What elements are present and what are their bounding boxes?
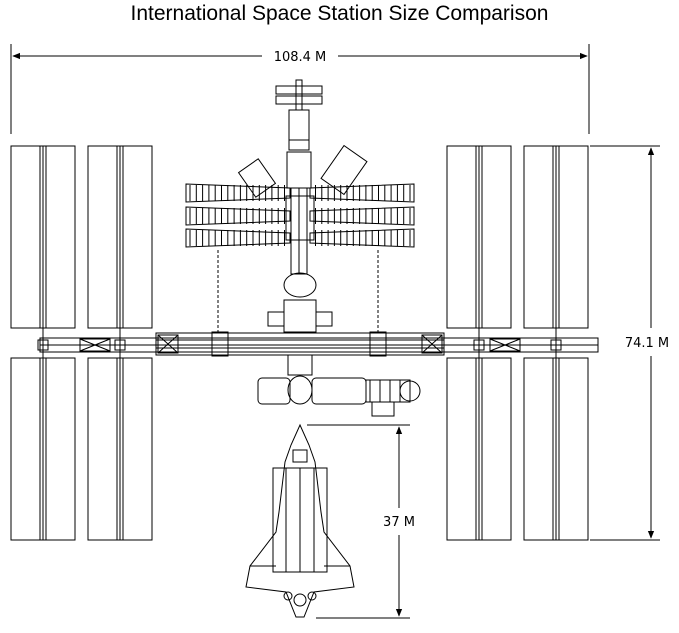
radiator-panel [185,183,291,203]
radiator-panel [185,228,291,248]
radiator-panel [185,206,291,226]
support-lines [217,250,379,332]
diagram-title: International Space Station Size Compari… [130,2,549,25]
radiator-panel [309,228,415,248]
radiator-panel [309,206,415,226]
radiator-panel [309,183,415,203]
width-label: 108.4 M [274,50,327,65]
height-dimension [590,145,660,541]
height-label: 74.1 M [625,336,669,351]
main-truss [39,331,599,357]
width-dimension [10,44,590,134]
solar-arrays [10,145,589,541]
shuttle-length-label: 37 M [383,515,415,530]
radiator-panels [185,183,415,248]
module-stack [237,79,421,417]
shuttle-dimension [307,424,410,619]
space-shuttle [245,423,355,618]
